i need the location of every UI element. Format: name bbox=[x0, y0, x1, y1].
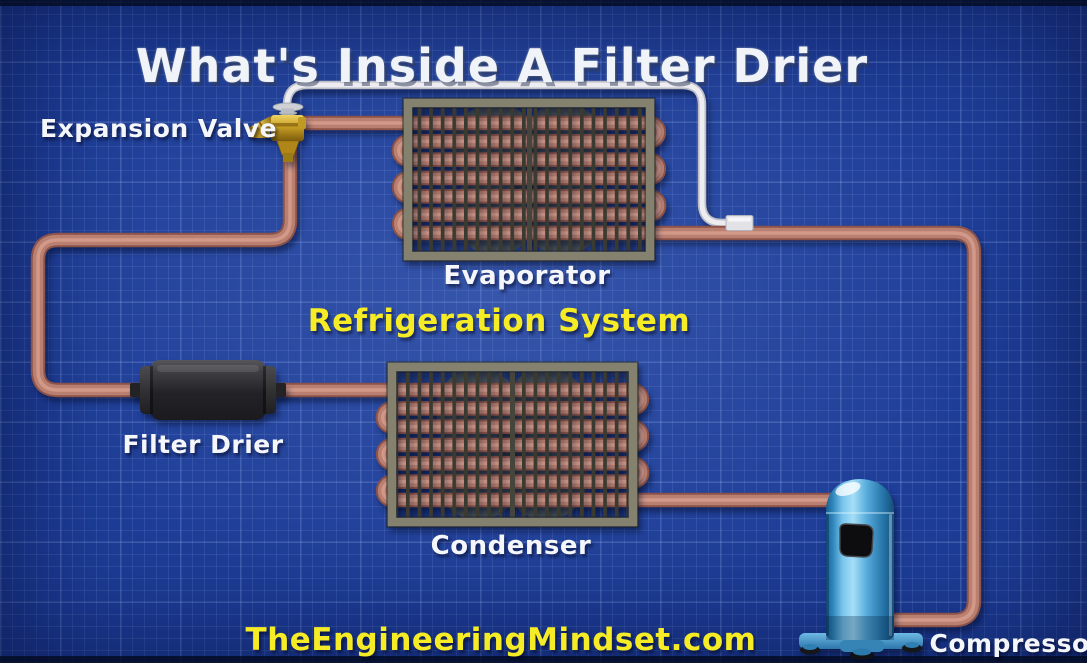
label-filter-drier: Filter Drier bbox=[122, 430, 284, 459]
capillary-tube bbox=[282, 80, 727, 228]
label-expansion-valve: Expansion Valve bbox=[40, 114, 278, 143]
bottom-edge-shade bbox=[0, 656, 1087, 663]
label-condenser: Condenser bbox=[430, 531, 592, 561]
sensing-bulb bbox=[725, 215, 754, 231]
watermark-text: TheEngineeringMindset.com bbox=[245, 622, 757, 658]
evaporator-coil bbox=[402, 97, 656, 262]
compressor-body bbox=[799, 479, 923, 660]
evaporator-frame bbox=[403, 98, 655, 261]
compressor-terminal-box bbox=[839, 523, 874, 558]
filter-drier-body bbox=[130, 360, 286, 420]
page-title: What's Inside A Filter Drier bbox=[135, 38, 869, 93]
label-refrigeration-system: Refrigeration System bbox=[307, 303, 691, 339]
condenser-frame bbox=[387, 362, 638, 527]
expansion-valve-body bbox=[246, 102, 306, 162]
condenser-coil bbox=[386, 361, 639, 528]
label-evaporator: Evaporator bbox=[443, 261, 611, 291]
label-compressor: Compressor bbox=[929, 629, 1087, 658]
top-edge-shade bbox=[0, 0, 1087, 6]
